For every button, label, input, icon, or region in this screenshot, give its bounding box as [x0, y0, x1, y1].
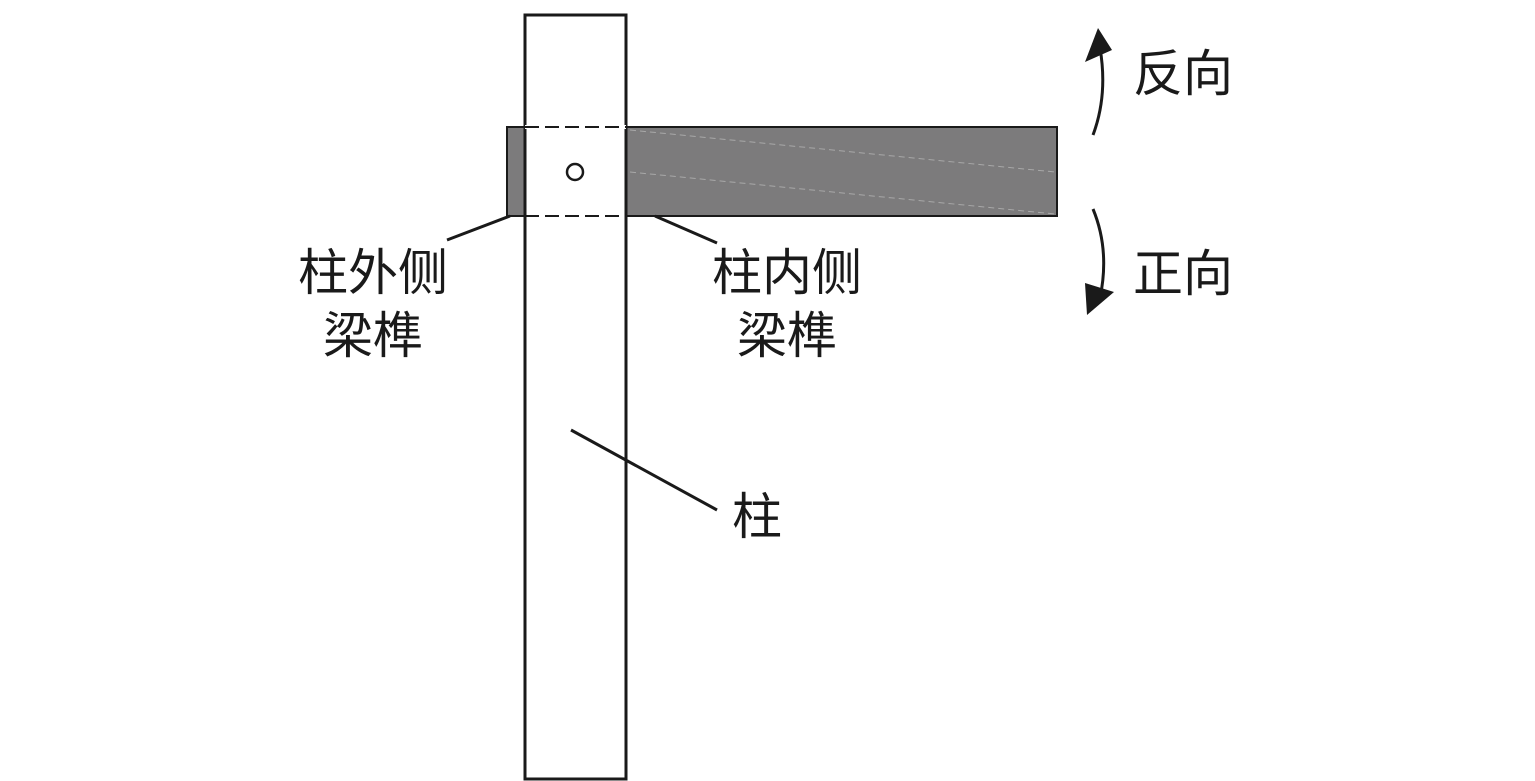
outer-tenon-leader-line [446, 214, 511, 242]
outer-beam-tenon [506, 126, 526, 217]
inner-tenon-label-line1: 柱内侧 [712, 244, 862, 302]
outer-tenon-label-line2: 梁榫 [323, 307, 423, 365]
forward-rotation-arc [1091, 208, 1106, 299]
forward-label: 正向 [1133, 245, 1233, 303]
column [523, 13, 628, 781]
outer-tenon-label-line1: 柱外侧 [298, 244, 448, 302]
column-label: 柱 [732, 488, 782, 546]
pin-hole [565, 162, 585, 182]
column-leader-line [570, 428, 718, 512]
inner-tenon-label-line2: 梁榫 [737, 307, 837, 365]
reverse-arrow-icon [1085, 28, 1112, 62]
inner-beam-tenon [625, 126, 1058, 217]
beam-texture-line [629, 171, 1056, 215]
reverse-rotation-arc [1091, 47, 1105, 136]
reverse-label: 反向 [1133, 45, 1233, 103]
beam-texture-line [629, 129, 1056, 173]
forward-arrow-icon [1085, 283, 1114, 315]
inner-tenon-leader-line [654, 214, 718, 245]
